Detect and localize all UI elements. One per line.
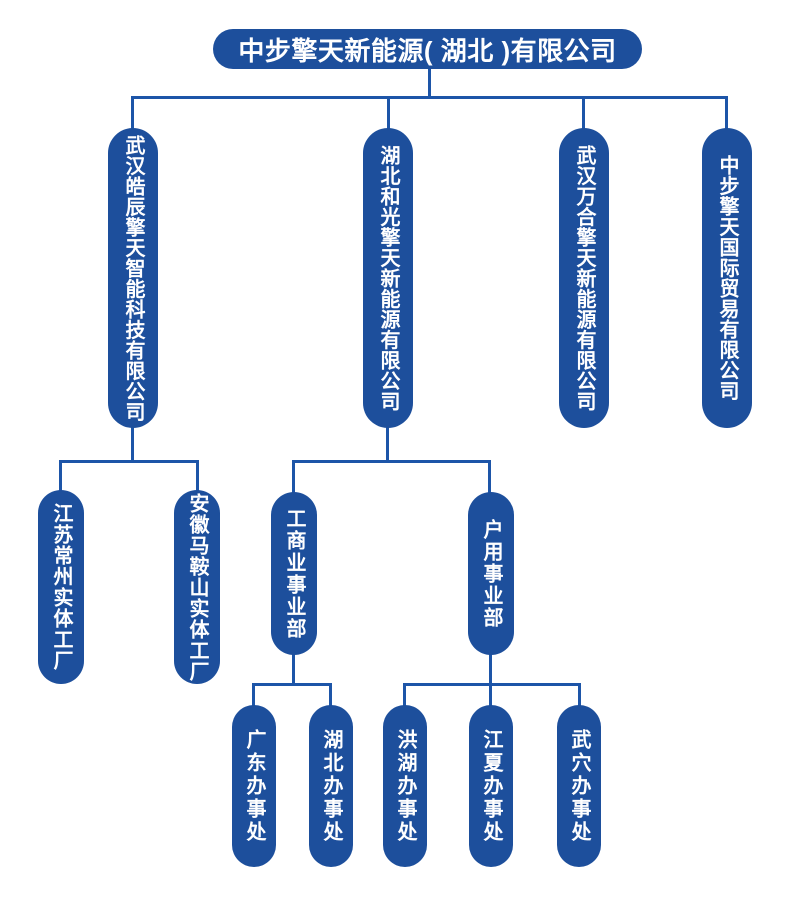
org-node-label: 武汉皓辰擎天智能科技有限公司 bbox=[122, 134, 144, 422]
connector-heguang-bus bbox=[292, 460, 491, 463]
connector-commercial-stem bbox=[292, 654, 295, 685]
org-node-wuhan-wanhe: 武汉万合擎天新能源有限公司 bbox=[559, 128, 609, 428]
org-node-label: 湖北办事处 bbox=[320, 728, 342, 844]
connector-household-stem bbox=[489, 654, 492, 707]
org-node-label: 江夏办事处 bbox=[480, 728, 502, 844]
org-node-honghu-office: 洪湖办事处 bbox=[383, 705, 427, 867]
connector-drop-office-3 bbox=[403, 683, 406, 707]
org-node-label: 湖北和光擎天新能源有限公司 bbox=[377, 144, 399, 412]
connector-heguang-stem bbox=[386, 427, 389, 463]
connector-haochen-stem bbox=[131, 427, 134, 463]
connector-drop-l2-4 bbox=[725, 96, 728, 130]
org-node-hubei-office: 湖北办事处 bbox=[309, 705, 353, 867]
connector-drop-l2-3 bbox=[582, 96, 585, 130]
org-node-jiangsu-changzhou-factory: 江苏常州实体工厂 bbox=[38, 490, 84, 684]
connector-drop-division-2 bbox=[488, 460, 491, 494]
org-node-zhongbu-intl-trade: 中步擎天国际贸易有限公司 bbox=[702, 128, 752, 428]
connector-drop-factory-2 bbox=[196, 460, 199, 492]
org-node-anhui-maanshan-factory: 安徽马鞍山实体工厂 bbox=[174, 490, 220, 684]
connector-drop-office-5 bbox=[578, 683, 581, 707]
org-node-wuhan-haochen: 武汉皓辰擎天智能科技有限公司 bbox=[108, 128, 158, 428]
connector-commercial-bus bbox=[252, 683, 332, 686]
org-node-label: 武穴办事处 bbox=[568, 728, 590, 844]
connector-drop-factory-1 bbox=[59, 460, 62, 492]
connector-haochen-bus bbox=[59, 460, 199, 463]
connector-root-stem bbox=[428, 68, 431, 98]
org-node-label: 武汉万合擎天新能源有限公司 bbox=[573, 144, 595, 412]
org-node-label: 中步擎天新能源( 湖北 )有限公司 bbox=[238, 35, 617, 66]
connector-root-bus bbox=[131, 96, 728, 99]
org-node-label: 中步擎天国际贸易有限公司 bbox=[716, 155, 738, 401]
connector-drop-l2-1 bbox=[131, 96, 134, 130]
org-node-label: 户用事业部 bbox=[480, 518, 502, 629]
org-node-label: 安徽马鞍山实体工厂 bbox=[186, 492, 208, 682]
org-node-jiangxia-office: 江夏办事处 bbox=[469, 705, 513, 867]
org-node-label: 江苏常州实体工厂 bbox=[50, 503, 72, 671]
org-node-label: 广东办事处 bbox=[243, 728, 265, 844]
org-node-root: 中步擎天新能源( 湖北 )有限公司 bbox=[213, 29, 642, 69]
connector-drop-l2-2 bbox=[387, 96, 390, 130]
org-node-label: 工商业事业部 bbox=[283, 507, 305, 640]
org-node-household-division: 户用事业部 bbox=[468, 492, 514, 655]
connector-drop-office-1 bbox=[252, 683, 255, 707]
org-node-commercial-division: 工商业事业部 bbox=[271, 492, 317, 655]
connector-household-bus bbox=[403, 683, 581, 686]
org-node-guangdong-office: 广东办事处 bbox=[232, 705, 276, 867]
connector-drop-office-2 bbox=[329, 683, 332, 707]
org-node-hubei-heguang: 湖北和光擎天新能源有限公司 bbox=[363, 128, 413, 428]
org-node-wuxue-office: 武穴办事处 bbox=[557, 705, 601, 867]
connector-drop-division-1 bbox=[292, 460, 295, 494]
org-node-label: 洪湖办事处 bbox=[394, 728, 416, 844]
